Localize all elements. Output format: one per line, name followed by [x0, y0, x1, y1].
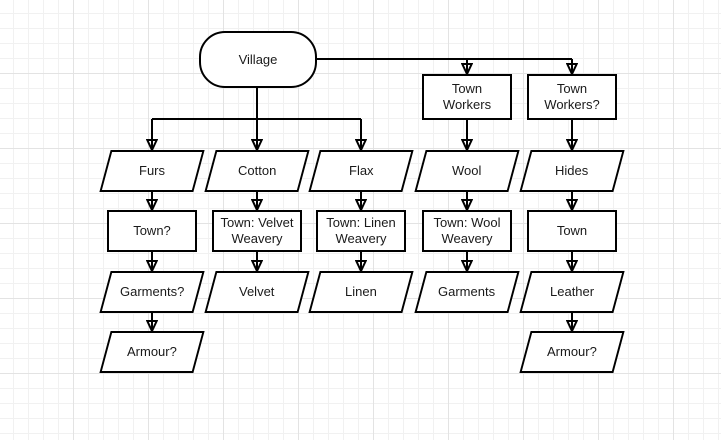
node-furs-label: Furs: [139, 163, 165, 178]
node-town-q-label: Town?: [133, 223, 171, 238]
node-leather[interactable]: Leather: [519, 271, 625, 313]
node-garments-q-label: Garments?: [119, 284, 185, 299]
node-wool[interactable]: Wool: [414, 150, 520, 192]
node-flax-label: Flax: [348, 163, 374, 178]
node-hides[interactable]: Hides: [519, 150, 625, 192]
node-garments[interactable]: Garments: [414, 271, 520, 313]
node-town-workers-q[interactable]: Town Workers?: [527, 74, 617, 120]
node-wool-label: Wool: [452, 163, 482, 178]
node-leather-label: Leather: [549, 284, 595, 299]
node-velvet[interactable]: Velvet: [204, 271, 310, 313]
node-town-linen-weavery-label: Town: Linen Weavery: [326, 215, 396, 246]
node-cotton[interactable]: Cotton: [204, 150, 310, 192]
node-town-workers-label: Town Workers: [442, 81, 492, 112]
node-town-linen-weavery[interactable]: Town: Linen Weavery: [316, 210, 406, 252]
node-armour-q-left-label: Armour?: [127, 344, 177, 359]
node-garments-q[interactable]: Garments?: [99, 271, 205, 313]
node-village[interactable]: Village: [199, 31, 317, 88]
node-town-velvet-weavery[interactable]: Town: Velvet Weavery: [212, 210, 302, 252]
node-town-wool-weavery[interactable]: Town: Wool Weavery: [422, 210, 512, 252]
node-flax[interactable]: Flax: [308, 150, 414, 192]
node-town-wool-weavery-label: Town: Wool Weavery: [433, 215, 501, 246]
node-town-workers[interactable]: Town Workers: [422, 74, 512, 120]
node-armour-q-right-label: Armour?: [547, 344, 597, 359]
node-town[interactable]: Town: [527, 210, 617, 252]
edge-village-children-bus[interactable]: [152, 88, 361, 120]
node-town-q[interactable]: Town?: [107, 210, 197, 252]
node-village-label: Village: [238, 51, 278, 67]
node-armour-q-right[interactable]: Armour?: [519, 331, 625, 373]
node-furs[interactable]: Furs: [99, 150, 205, 192]
node-linen-label: Linen: [345, 284, 377, 299]
node-armour-q-left[interactable]: Armour?: [99, 331, 205, 373]
node-hides-label: Hides: [555, 163, 589, 178]
node-town-velvet-weavery-label: Town: Velvet Weavery: [220, 215, 294, 246]
node-town-label: Town: [556, 223, 588, 238]
node-town-workers-q-label: Town Workers?: [544, 81, 600, 112]
node-velvet-label: Velvet: [239, 284, 275, 299]
node-garments-label: Garments: [438, 284, 496, 299]
node-cotton-label: Cotton: [237, 163, 277, 178]
node-linen[interactable]: Linen: [308, 271, 414, 313]
